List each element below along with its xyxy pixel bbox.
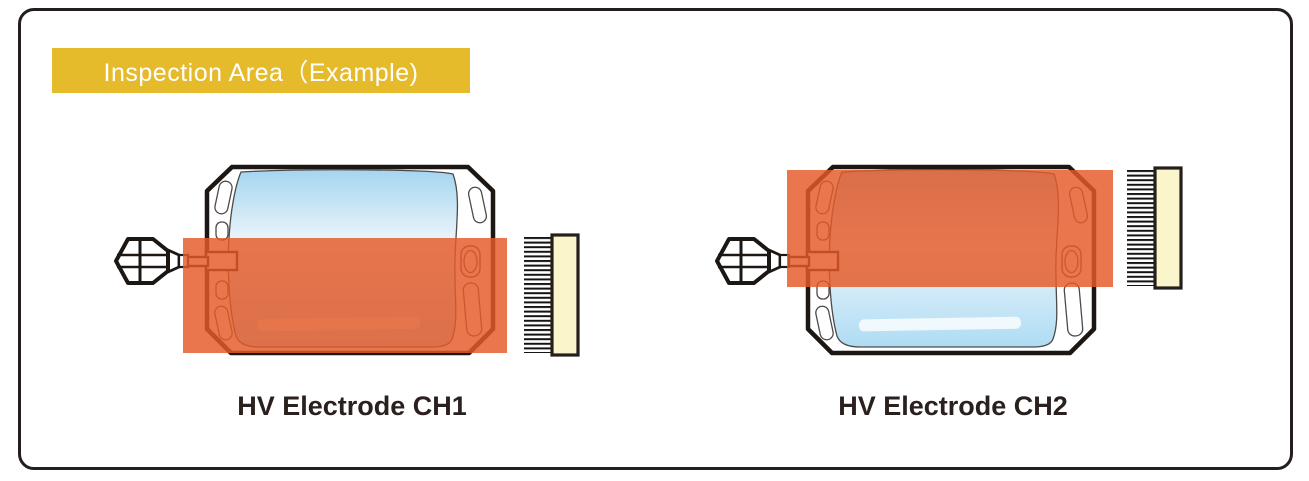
label-hv-electrode-ch2: HV Electrode CH2 xyxy=(838,391,1068,421)
inspection-area-badge: Inspection Area（Example) xyxy=(52,48,470,93)
label-hv-electrode-ch1: HV Electrode CH1 xyxy=(237,391,467,421)
inspection-overlay-ch1 xyxy=(183,238,507,353)
connector-comb-ch2 xyxy=(1125,166,1183,290)
inspection-area-label: Inspection Area（Example) xyxy=(103,58,419,87)
connector-comb-ch1 xyxy=(522,233,580,357)
inspection-overlay-ch2 xyxy=(787,170,1113,287)
